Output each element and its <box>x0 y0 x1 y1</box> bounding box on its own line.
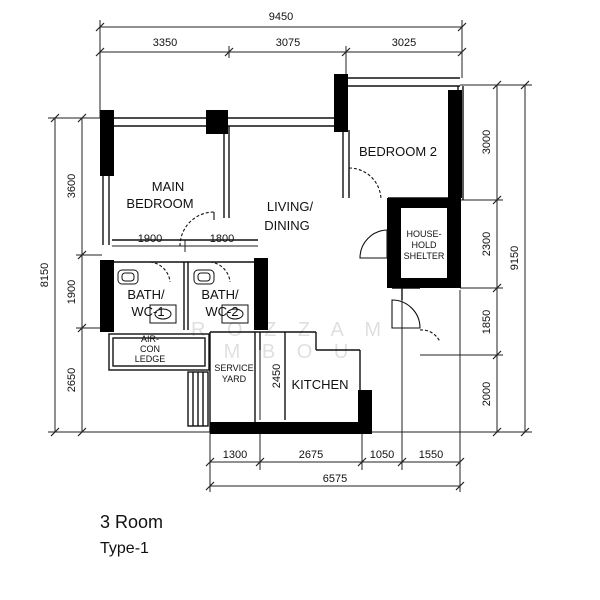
label-aircon-1: AIR- <box>141 334 159 344</box>
dim-left-seg-3: 2650 <box>66 368 78 392</box>
dim-top-seg-1: 3350 <box>153 37 177 49</box>
label-bedroom-2: BEDROOM 2 <box>359 144 437 159</box>
dim-bottom-total: 6575 <box>323 473 347 485</box>
dim-right-seg-4: 2000 <box>481 382 493 406</box>
label-bath1-2: WC-1 <box>131 304 164 319</box>
dim-bath1-width: 1900 <box>138 233 162 245</box>
dimension-ticks <box>50 22 530 491</box>
bath-fixtures <box>117 269 249 324</box>
label-shelter-2: HOLD <box>411 240 437 250</box>
dim-bottom-seg-4: 1550 <box>419 449 443 461</box>
dim-right-total: 9150 <box>509 246 521 270</box>
plan-title: 3 Room <box>100 512 164 532</box>
label-living-dining-1: LIVING/ <box>267 199 314 214</box>
dim-top-total: 9450 <box>269 11 293 23</box>
dim-right-seg-2: 2300 <box>481 232 493 256</box>
label-shelter-1: HOUSE- <box>406 229 441 239</box>
label-bath1-1: BATH/ <box>127 287 165 302</box>
label-service-yard-1: SERVICE <box>214 363 253 373</box>
label-aircon-3: LEDGE <box>135 354 166 364</box>
label-living-dining-2: DINING <box>264 218 310 233</box>
label-bath2-2: WC-2 <box>205 304 238 319</box>
dim-top-seg-3: 3025 <box>392 37 416 49</box>
dim-bottom-seg-3: 1050 <box>370 449 394 461</box>
dim-top-seg-2: 3075 <box>276 37 300 49</box>
dim-service-yard: 2450 <box>271 364 283 388</box>
label-main-bedroom-1: MAIN <box>152 179 185 194</box>
label-service-yard-2: YARD <box>222 374 247 384</box>
dim-right-seg-3: 1850 <box>481 310 493 334</box>
label-aircon-2: CON <box>140 344 160 354</box>
dim-bottom-seg-2: 2675 <box>299 449 323 461</box>
watermark-line-2: M B O U <box>224 341 357 363</box>
dimension-lines <box>48 20 532 492</box>
dim-right-seg-1: 3000 <box>481 130 493 154</box>
dim-left-seg-1: 3600 <box>66 174 78 198</box>
label-kitchen: KITCHEN <box>291 377 348 392</box>
dim-bath2-width: 1800 <box>210 233 234 245</box>
plan-subtitle: Type-1 <box>100 540 149 557</box>
thin-walls <box>102 77 464 432</box>
watermark-line-1: R O Z Z A M <box>191 319 389 341</box>
label-bath2-1: BATH/ <box>201 287 239 302</box>
label-shelter-3: SHELTER <box>404 251 445 261</box>
doors <box>149 167 441 343</box>
dim-bottom-seg-1: 1300 <box>223 449 247 461</box>
dim-left-total: 8150 <box>39 263 51 287</box>
label-main-bedroom-2: BEDROOM <box>126 196 193 211</box>
dim-left-seg-2: 1900 <box>66 280 78 304</box>
solid-walls <box>100 74 462 434</box>
